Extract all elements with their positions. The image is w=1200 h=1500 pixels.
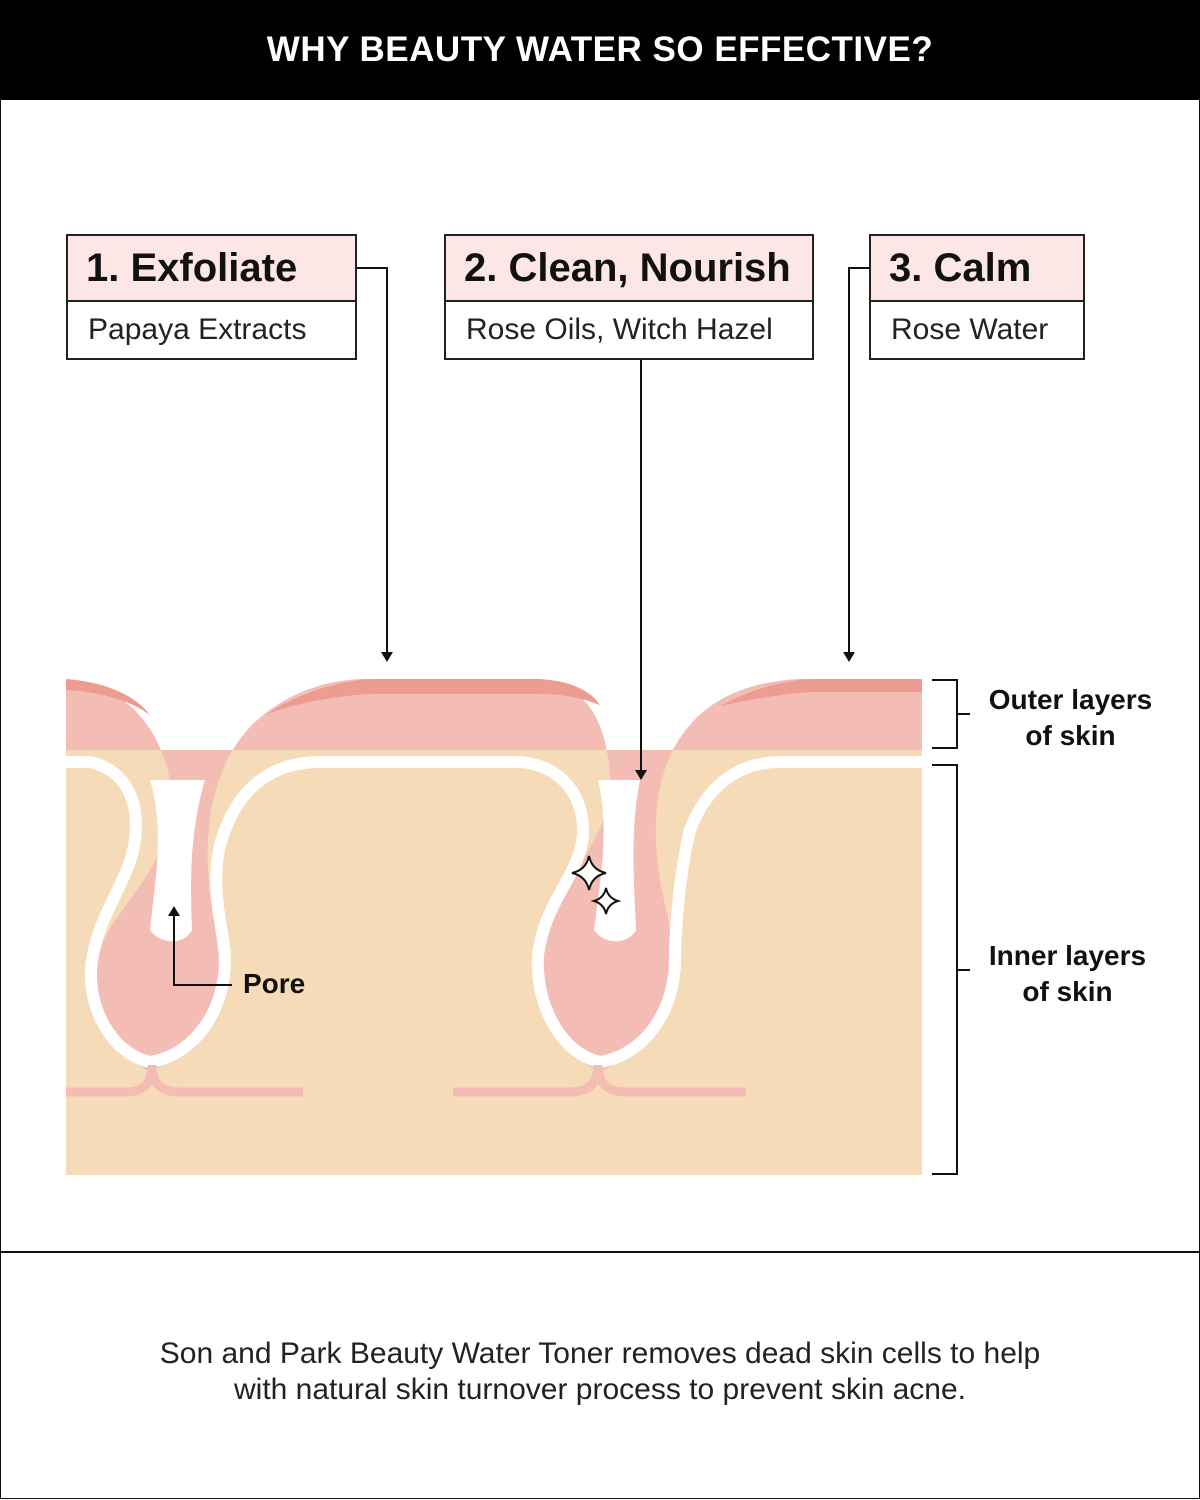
inner-layers-label-line2: of skin <box>1022 976 1113 1007</box>
step-title: 3. Calm <box>871 236 1083 302</box>
step-ingredient: Papaya Extracts <box>88 313 307 346</box>
sparkle-icon <box>571 855 607 891</box>
inner-layers-label: Inner layers of skin <box>965 938 1170 1010</box>
inner-layers-bracket <box>932 764 958 1175</box>
footer-line2: with natural skin turnover process to pr… <box>233 1373 967 1406</box>
step-title: 1. Exfoliate <box>68 236 355 302</box>
pore-left <box>150 780 205 942</box>
step-box-clean-nourish: 2. Clean, Nourish Rose Oils, Witch Hazel <box>444 234 814 360</box>
layer-boundary-left <box>66 756 922 1069</box>
top-skin-layer <box>66 679 150 715</box>
top-skin-layer-right <box>720 679 922 706</box>
outer-layers-label-line1: Outer layers <box>988 684 1153 715</box>
page-header: WHY BEAUTY WATER SO EFFECTIVE? <box>0 0 1200 100</box>
step-title: 2. Clean, Nourish <box>446 236 812 302</box>
outer-layers-label: Outer layers of skin <box>968 682 1173 754</box>
section-divider <box>0 1251 1200 1253</box>
inner-layers-label-line1: Inner layers <box>988 940 1147 971</box>
pore-label: Pore <box>243 968 306 999</box>
step-box-exfoliate: 1. Exfoliate Papaya Extracts <box>66 234 357 360</box>
arrow-down-icon <box>635 770 647 780</box>
pore-pointer <box>173 915 232 986</box>
page-title: WHY BEAUTY WATER SO EFFECTIVE? <box>266 30 934 69</box>
outer-skin-layer <box>66 679 922 1072</box>
arrow-down-icon <box>381 652 393 662</box>
connector-calm <box>848 267 869 652</box>
step-ingredient: Rose Water <box>891 313 1049 346</box>
pore-root-right <box>453 1064 746 1097</box>
footer-description: Son and Park Beauty Water Toner removes … <box>60 1336 1140 1408</box>
sparkle-icon <box>590 887 622 915</box>
arrow-down-icon <box>843 652 855 662</box>
pore-root-left <box>66 1064 303 1097</box>
connector-exfoliate <box>357 267 388 652</box>
footer-line1: Son and Park Beauty Water Toner removes … <box>159 1337 1041 1370</box>
step-box-calm: 3. Calm Rose Water <box>869 234 1085 360</box>
step-ingredient: Rose Oils, Witch Hazel <box>466 313 773 346</box>
outer-layers-bracket <box>932 679 958 749</box>
top-skin-layer-mid <box>265 679 600 715</box>
arrow-up-icon <box>168 906 180 916</box>
outer-layers-label-line2: of skin <box>1025 720 1116 751</box>
